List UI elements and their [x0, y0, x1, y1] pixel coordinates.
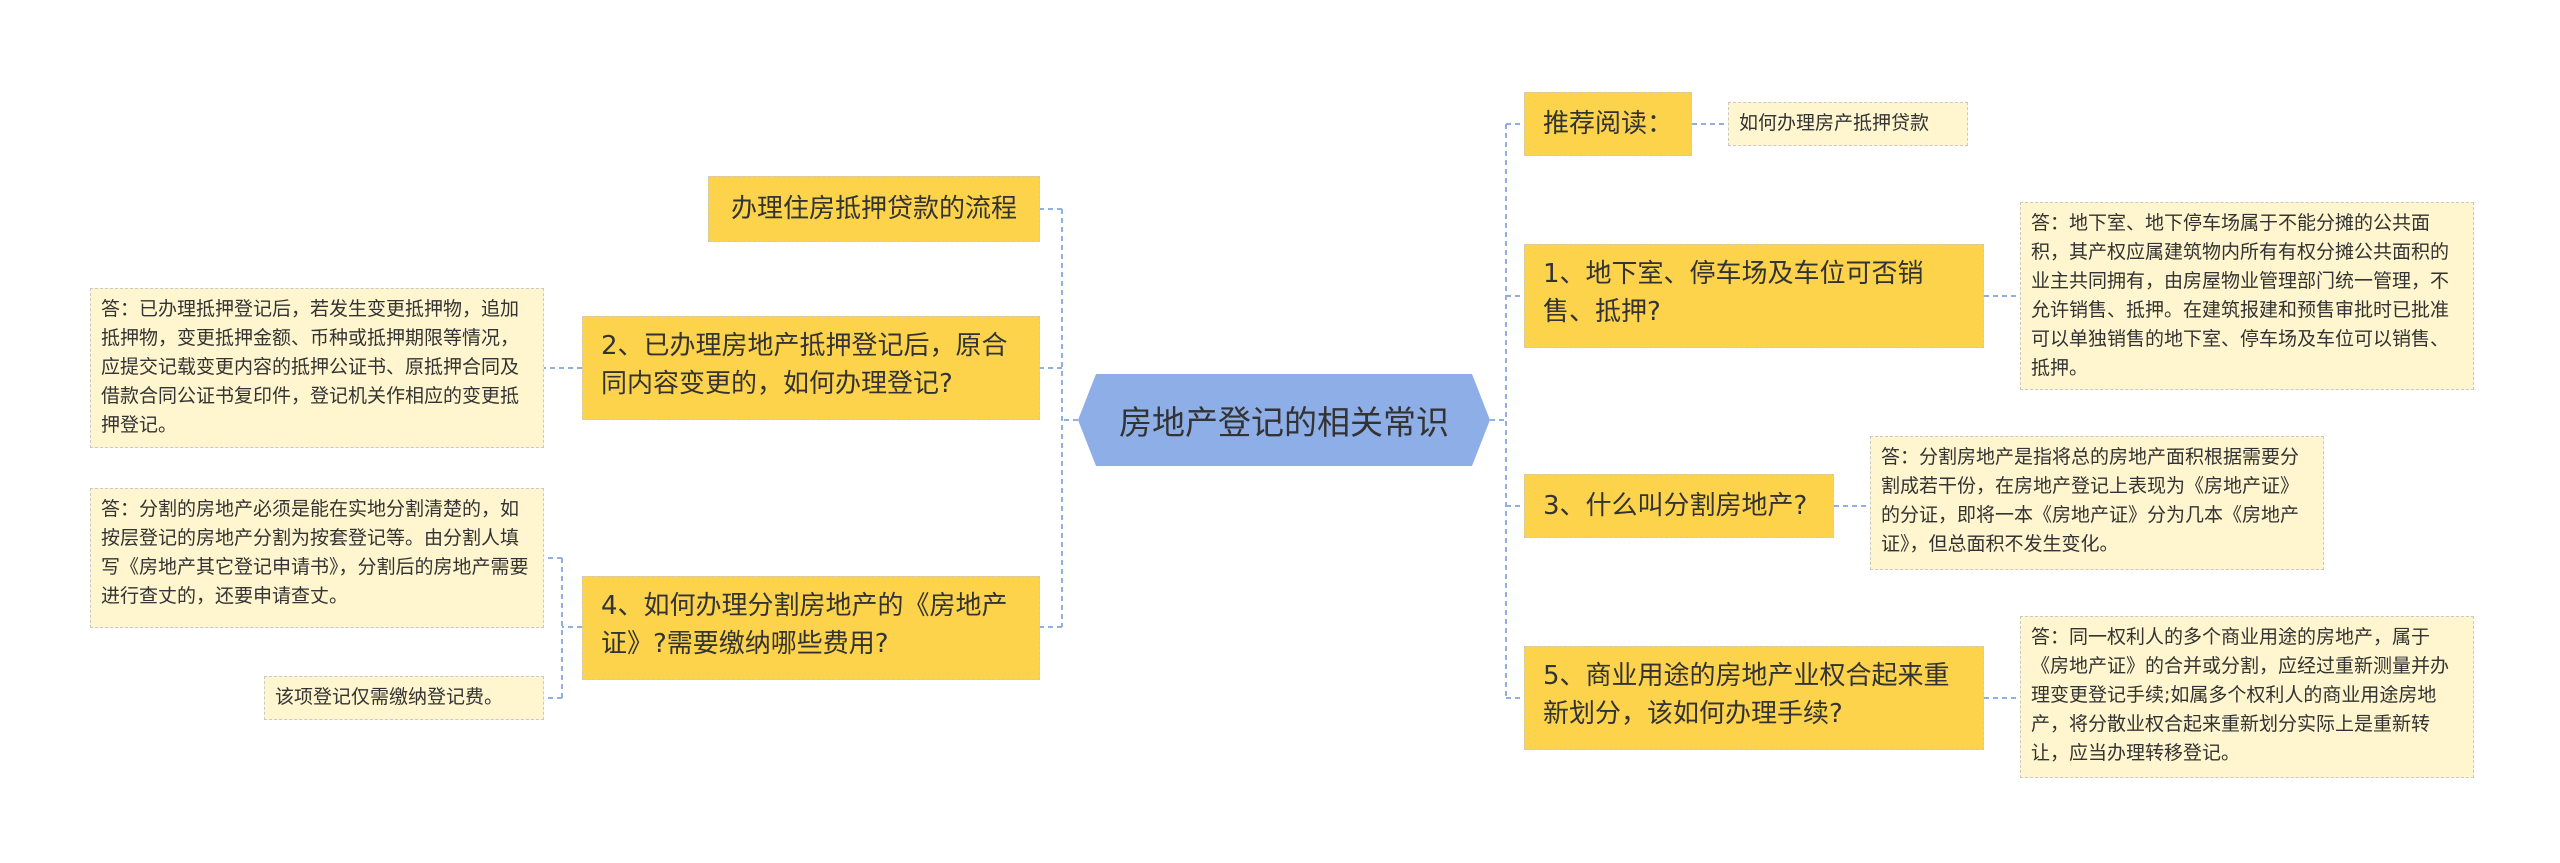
- topic-split-certificate-label: 4、如何办理分割房地产的《房地产证》?需要缴纳哪些费用?: [601, 591, 1008, 659]
- connector-t3-trunk: [561, 558, 582, 698]
- topic-commercial-rights[interactable]: 5、商业用途的房地产业权合起来重新划分，该如何办理手续?: [1524, 646, 1984, 750]
- topic-commercial-rights-label: 5、商业用途的房地产业权合起来重新划分，该如何办理手续?: [1543, 661, 1950, 729]
- note-split-certificate-fee-text: 该项登记仅需缴纳登记费。: [275, 686, 504, 708]
- note-basement-parking-answer[interactable]: 答：地下室、地下停车场属于不能分摊的公共面积，其产权应属建筑物内所有有权分摊公共…: [2020, 202, 2474, 390]
- topic-recommended-reading[interactable]: 推荐阅读：: [1524, 92, 1692, 156]
- central-topic-title: 房地产登记的相关常识: [1119, 403, 1449, 442]
- topic-what-is-split[interactable]: 3、什么叫分割房地产?: [1524, 474, 1834, 538]
- topic-recommended-reading-label: 推荐阅读：: [1543, 109, 1674, 139]
- topic-basement-parking-label: 1、地下室、停车场及车位可否销售、抵押?: [1543, 259, 1924, 327]
- note-what-is-split-answer[interactable]: 答：分割房地产是指将总的房地产面积根据需要分割成若干份，在房地产登记上表现为《房…: [1870, 436, 2324, 570]
- note-split-certificate-fee[interactable]: 该项登记仅需缴纳登记费。: [264, 676, 544, 720]
- note-split-certificate-answer-text: 答：分割的房地产必须是能在实地分割清楚的，如按层登记的房地产分割为按套登记等。由…: [101, 498, 529, 607]
- topic-basement-parking[interactable]: 1、地下室、停车场及车位可否销售、抵押?: [1524, 244, 1984, 348]
- topic-mortgage-process-label: 办理住房抵押贷款的流程: [730, 194, 1017, 224]
- topic-mortgage-process[interactable]: 办理住房抵押贷款的流程: [708, 176, 1040, 242]
- note-basement-parking-answer-text: 答：地下室、地下停车场属于不能分摊的公共面积，其产权应属建筑物内所有有权分摊公共…: [2031, 212, 2450, 379]
- topic-contract-change[interactable]: 2、已办理房地产抵押登记后，原合同内容变更的，如何办理登记?: [582, 316, 1040, 420]
- note-split-certificate-answer[interactable]: 答：分割的房地产必须是能在实地分割清楚的，如按层登记的房地产分割为按套登记等。由…: [90, 488, 544, 628]
- link-recommended-article-text: 如何办理房产抵押贷款: [1739, 112, 1930, 134]
- topic-what-is-split-label: 3、什么叫分割房地产?: [1543, 491, 1808, 521]
- note-commercial-rights-answer-text: 答：同一权利人的多个商业用途的房地产，属于《房地产证》的合并或分割，应经过重新测…: [2031, 626, 2450, 764]
- note-commercial-rights-answer[interactable]: 答：同一权利人的多个商业用途的房地产，属于《房地产证》的合并或分割，应经过重新测…: [2020, 616, 2474, 778]
- note-contract-change-answer[interactable]: 答：已办理抵押登记后，若发生变更抵押物，追加抵押物，变更抵押金额、币种或抵押期限…: [90, 288, 544, 448]
- note-contract-change-answer-text: 答：已办理抵押登记后，若发生变更抵押物，追加抵押物，变更抵押金额、币种或抵押期限…: [101, 298, 520, 436]
- note-what-is-split-answer-text: 答：分割房地产是指将总的房地产面积根据需要分割成若干份，在房地产登记上表现为《房…: [1881, 446, 2300, 555]
- central-topic-shape: [1078, 374, 1490, 466]
- link-recommended-article[interactable]: 如何办理房产抵押贷款: [1728, 102, 1968, 146]
- topic-split-certificate[interactable]: 4、如何办理分割房地产的《房地产证》?需要缴纳哪些费用?: [582, 576, 1040, 680]
- central-topic[interactable]: 房地产登记的相关常识: [1078, 374, 1490, 466]
- topic-contract-change-label: 2、已办理房地产抵押登记后，原合同内容变更的，如何办理登记?: [601, 331, 1008, 399]
